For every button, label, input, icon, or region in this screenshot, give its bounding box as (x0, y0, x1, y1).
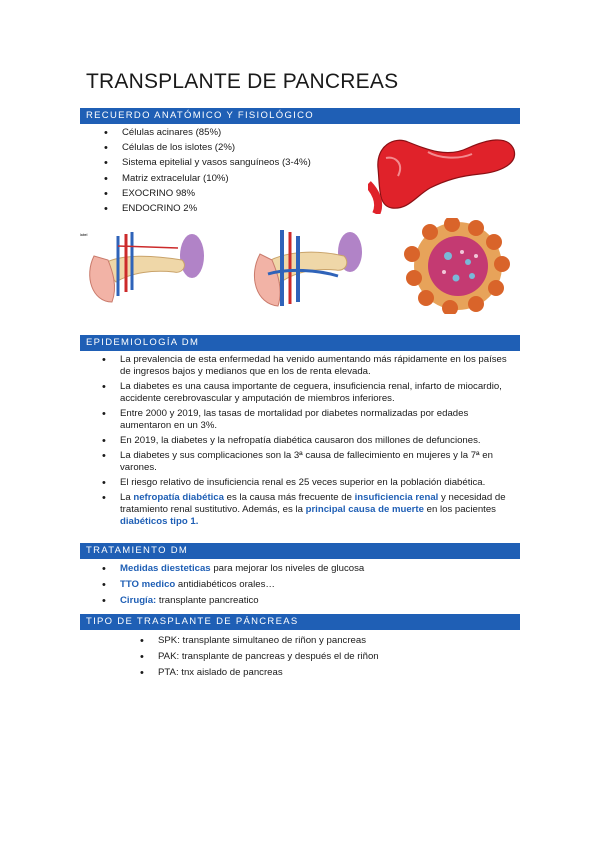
highlight-text: principal causa de muerte (305, 504, 424, 515)
list-item: TTO medico antidiabéticos orales… (102, 578, 364, 592)
list-item: Medidas diesteticas para mejorar los niv… (102, 563, 365, 576)
text: La (120, 492, 134, 503)
list-item: La prevalencia de esta enfermedad ha ven… (102, 354, 512, 378)
list-item: Células de los islotes (2%) (104, 142, 311, 155)
list-item: PTA: tnx aislado de pancreas (140, 667, 379, 680)
svg-text:label: label (80, 233, 88, 237)
text: y necesidad de tratamiento renal sustitu… (120, 492, 506, 515)
list-item: SPK: transplante simultaneo de riñon y p… (140, 635, 379, 648)
section-heading-treatment: TRATAMIENTO DM (80, 543, 520, 559)
highlight-text: insuficiencia renal (354, 492, 439, 503)
pancreatic-islet-illustration (404, 218, 510, 314)
page-title: TRANSPLANTE DE PANCREAS (86, 70, 399, 93)
transplant-types-list: SPK: transplante simultaneo de riñon y p… (140, 635, 379, 683)
list-item: Entre 2000 y 2019, las tasas de mortalid… (102, 408, 512, 432)
highlight-text: diabéticos tipo 1. (120, 516, 199, 527)
list-item: EXOCRINO 98% (104, 188, 311, 201)
list-item: La diabetes y sus complicaciones son la … (102, 450, 512, 474)
list-item: Células acinares (85%) (104, 127, 311, 140)
text: antidiabéticos orales… (175, 578, 275, 590)
highlight-text: Cirugía: (120, 594, 157, 606)
pancreas-anatomy-diagram: label (78, 226, 210, 312)
treatment-list: Medidas diesteticas para mejorar los niv… (102, 563, 365, 610)
section-heading-anatomy: RECUERDO ANATÓMICO Y FISIOLÓGICO (80, 108, 520, 124)
highlight-text: nefropatía diabética (133, 492, 224, 503)
list-item: PAK: transplante de pancreas y después e… (140, 651, 379, 664)
list-item: Sistema epitelial y vasos sanguíneos (3-… (104, 157, 311, 170)
section-heading-transplant-types: TIPO DE TRASPLANTE DE PÁNCREAS (80, 614, 520, 630)
pancreas-illustration (368, 139, 516, 214)
list-item: La diabetes es una causa importante de c… (102, 381, 512, 405)
list-item: El riesgo relativo de insuficiencia rena… (102, 477, 512, 489)
text: en los pacientes (423, 504, 496, 515)
list-item: Matriz extracelular (10%) (104, 173, 311, 186)
pancreas-vascular-diagram (228, 226, 368, 312)
anatomy-list: Células acinares (85%) Células de los is… (104, 127, 311, 218)
text: es la causa más frecuente de (223, 492, 355, 503)
list-item: ENDOCRINO 2% (104, 203, 311, 216)
list-item: La nefropatía diabética es la causa más … (102, 492, 512, 528)
epidemiology-list: La prevalencia de esta enfermedad ha ven… (102, 354, 512, 531)
section-heading-epidemiology: EPIDEMIOLOGÍA DM (80, 335, 520, 351)
text: para mejorar los niveles de glucosa (210, 563, 365, 574)
list-item: En 2019, la diabetes y la nefropatía dia… (102, 435, 512, 447)
highlight-text: Medidas diesteticas (120, 563, 211, 574)
list-item: Cirugía: transplante pancreatico (102, 594, 364, 608)
highlight-text: TTO medico (120, 578, 176, 590)
text: transplante pancreatico (156, 594, 259, 606)
